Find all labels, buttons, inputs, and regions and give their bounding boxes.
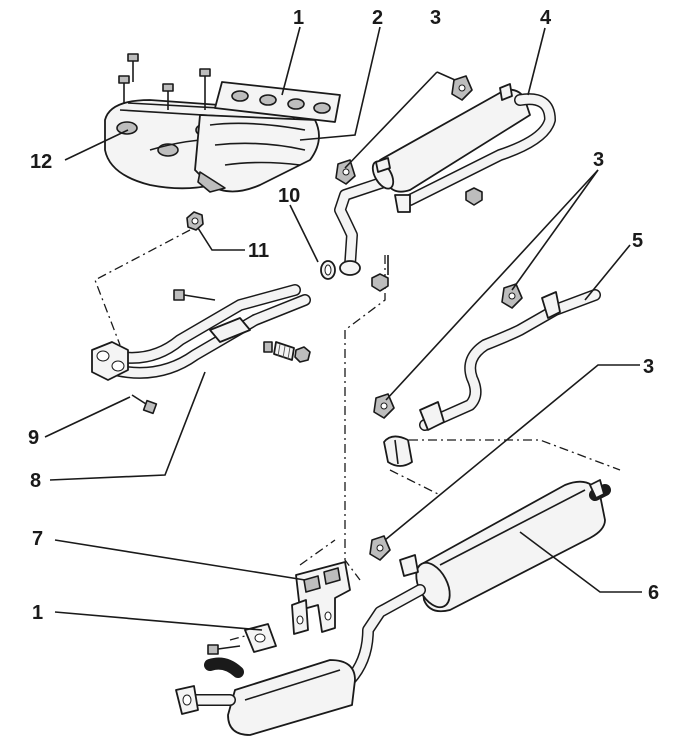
middle-pipe-5 bbox=[419, 289, 601, 431]
heat-shield-bolts bbox=[118, 53, 211, 110]
nut-11 bbox=[186, 211, 204, 231]
front-pipe-8 bbox=[91, 284, 311, 381]
callout-2: 2 bbox=[372, 7, 383, 29]
callout-labels: 1 2 3 4 3 5 3 6 7 1 8 9 10 11 12 bbox=[28, 7, 659, 624]
leader-lines bbox=[44, 26, 642, 631]
callout-11: 11 bbox=[248, 240, 269, 262]
callout-1-bottom: 1 bbox=[32, 602, 43, 624]
rear-muffler-6 bbox=[399, 479, 611, 613]
callout-4: 4 bbox=[540, 7, 552, 29]
mount-rubber-rear bbox=[369, 535, 391, 561]
exhaust-manifold bbox=[194, 114, 320, 193]
ring-gasket-10 bbox=[320, 260, 336, 280]
callout-7: 7 bbox=[32, 528, 43, 550]
callout-9: 9 bbox=[28, 427, 39, 449]
callout-3-lower: 3 bbox=[643, 356, 654, 378]
mount-rubber-top bbox=[451, 75, 473, 101]
callout-1-top: 1 bbox=[293, 7, 304, 29]
manifold-gasket bbox=[214, 81, 341, 123]
callout-3-middle: 3 bbox=[593, 149, 604, 171]
mount-rubber-mid-upper bbox=[501, 283, 523, 309]
callout-5: 5 bbox=[632, 230, 643, 252]
callout-6: 6 bbox=[648, 582, 659, 604]
catalytic-converter bbox=[175, 584, 426, 736]
callout-10: 10 bbox=[278, 185, 300, 207]
mount-rubber-left bbox=[335, 159, 356, 185]
callout-8: 8 bbox=[30, 470, 41, 492]
spring-and-nut bbox=[263, 341, 311, 363]
callout-12: 12 bbox=[30, 151, 52, 173]
intermediate-pipe-4 bbox=[334, 83, 556, 276]
nut-pipe-clamp bbox=[371, 187, 483, 292]
flange-bolt bbox=[173, 289, 216, 301]
mounting-bracket-7 bbox=[291, 561, 351, 635]
pipe-clamp bbox=[383, 435, 413, 467]
mount-rubber-mid-lower bbox=[373, 393, 395, 419]
flange-gasket-bottom bbox=[244, 623, 277, 653]
callout-3-top: 3 bbox=[430, 7, 441, 29]
bolt-9 bbox=[131, 394, 158, 415]
